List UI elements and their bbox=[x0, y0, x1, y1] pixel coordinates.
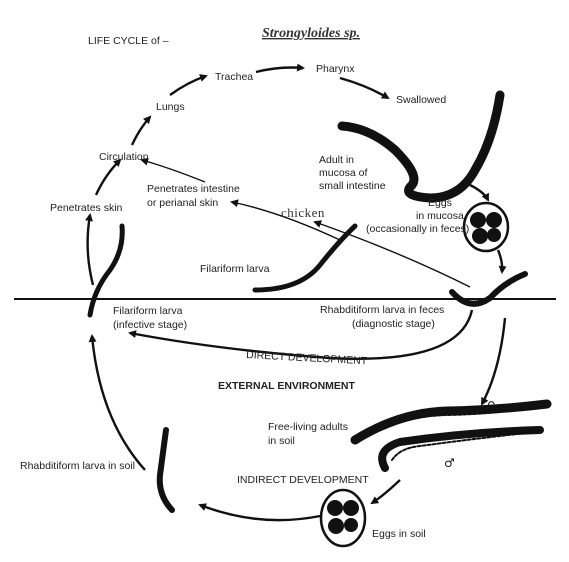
egg-mucosa-icon bbox=[464, 203, 508, 251]
label-adult-3: small intestine bbox=[319, 180, 386, 192]
label-eggs-mucosa-1: Eggs bbox=[428, 197, 452, 209]
arrow-filariform-to-skin bbox=[88, 215, 93, 285]
label-chicken: chicken bbox=[281, 205, 325, 220]
label-adult-2: mucosa of bbox=[319, 167, 368, 179]
label-eggs-mucosa-3: (occasionally in feces) bbox=[366, 223, 469, 235]
arrow-circulation-to-lungs bbox=[132, 117, 150, 145]
arrow-adult-to-eggs bbox=[470, 185, 488, 200]
label-trachea: Trachea bbox=[215, 71, 253, 83]
label-penetrates-intestine-1: Penetrates intestine bbox=[147, 183, 240, 195]
label-adult-1: Adult in bbox=[319, 154, 354, 166]
label-swallowed: Swallowed bbox=[396, 94, 446, 106]
arrow-adults-to-eggs bbox=[372, 480, 400, 503]
label-free-living-2: in soil bbox=[268, 435, 295, 447]
label-direct-development: DIRECT DEVELOPMENT bbox=[246, 349, 368, 367]
label-filariform-lower-1: Filariform larva bbox=[113, 305, 183, 317]
title-organism: Strongyloides sp. bbox=[262, 26, 360, 41]
egg-soil-icon bbox=[321, 490, 365, 546]
filariform-worm-left-icon bbox=[90, 226, 122, 315]
filariform-worm-upper-icon bbox=[255, 226, 355, 290]
arrow-rhabditiform-to-free-living bbox=[482, 318, 505, 404]
male-symbol-free-living: ♂ bbox=[444, 456, 455, 470]
arrow-intestine-to-circulation bbox=[142, 160, 205, 182]
label-lungs: Lungs bbox=[156, 101, 185, 113]
label-rhabditiform-soil: Rhabditiform larva in soil bbox=[20, 460, 135, 472]
label-indirect-development: INDIRECT DEVELOPMENT bbox=[237, 474, 369, 486]
label-circulation: Circulation bbox=[99, 151, 149, 163]
label-external-environment: EXTERNAL ENVIRONMENT bbox=[218, 380, 355, 392]
label-penetrates-skin: Penetrates skin bbox=[50, 202, 123, 214]
label-eggs-mucosa-2: in mucosa bbox=[416, 210, 464, 222]
female-symbol-free-living: ♀ bbox=[487, 399, 496, 413]
arrow-skin-to-circulation bbox=[96, 160, 120, 195]
arrow-eggs-to-rhabditiform bbox=[498, 250, 502, 272]
arrow-pharynx-to-swallowed bbox=[340, 78, 388, 98]
label-rhabditiform-feces-2: (diagnostic stage) bbox=[352, 318, 435, 330]
label-rhabditiform-feces-1: Rhabditiform larva in feces bbox=[320, 304, 444, 316]
arrow-trachea-to-pharynx bbox=[256, 68, 303, 73]
label-filariform-lower-2: (infective stage) bbox=[113, 319, 187, 331]
label-penetrates-intestine-2: or perianal skin bbox=[147, 197, 218, 209]
arrow-lungs-to-trachea bbox=[170, 76, 206, 95]
label-eggs-soil: Eggs in soil bbox=[372, 528, 426, 540]
label-filariform-upper: Filariform larva bbox=[200, 263, 270, 275]
title-prefix: LIFE CYCLE of – bbox=[88, 35, 169, 47]
rhabditiform-soil-worm-icon bbox=[160, 430, 172, 510]
label-pharynx: Pharynx bbox=[316, 63, 355, 75]
arrow-eggs-to-rhabditiform-soil bbox=[200, 505, 320, 520]
female-symbol-adult: ♀ bbox=[400, 154, 409, 168]
arrow-soil-to-filariform bbox=[92, 336, 145, 470]
free-living-male-worm-icon bbox=[382, 430, 540, 468]
label-free-living-1: Free-living adults bbox=[268, 421, 348, 433]
